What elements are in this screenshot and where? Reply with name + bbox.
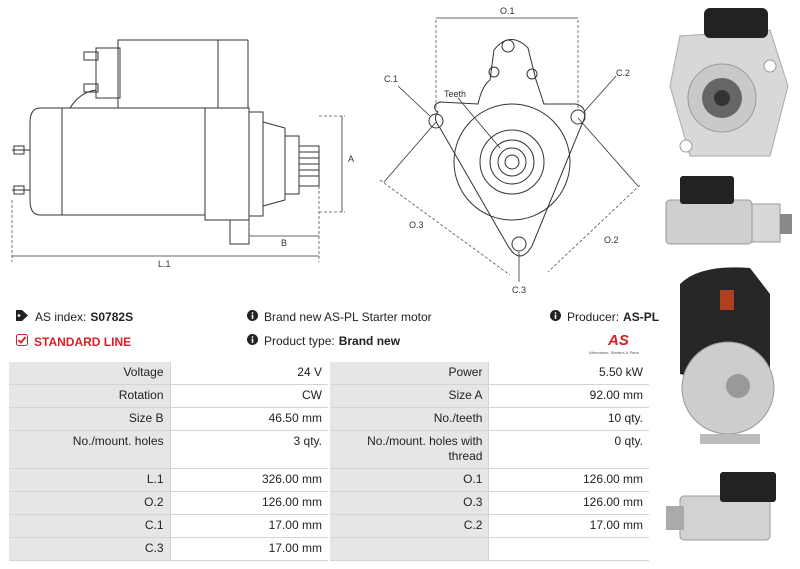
motor-body xyxy=(29,107,206,216)
svg-text:AS: AS xyxy=(607,332,629,349)
spec-label: Rotation xyxy=(9,385,170,408)
spec-label xyxy=(329,538,489,561)
spec-value: 17.00 mm xyxy=(169,515,328,538)
as-index-label: AS index: xyxy=(35,310,87,324)
dim-label-o1: O.1 xyxy=(500,6,515,16)
drive-housing xyxy=(204,107,250,221)
spec-value: 17.00 mm xyxy=(488,515,649,538)
dim-label-o3: O.3 xyxy=(409,220,424,230)
info-icon xyxy=(247,310,258,324)
pinion xyxy=(298,145,320,187)
spec-gap xyxy=(327,492,330,515)
solenoid-outline xyxy=(117,39,219,109)
spec-gap xyxy=(327,469,330,492)
spec-label: No./teeth xyxy=(329,408,489,431)
spec-label: No./mount. holes with thread xyxy=(329,431,489,469)
info-icon xyxy=(247,334,258,348)
spec-gap xyxy=(327,385,330,408)
checkbox-icon xyxy=(16,334,28,349)
standard-line: STANDARD LINE xyxy=(16,334,131,349)
pinion-teeth xyxy=(497,147,527,177)
solenoid-cap xyxy=(95,47,121,99)
spec-label: C.3 xyxy=(9,538,170,561)
spec-label: Size A xyxy=(329,385,489,408)
spec-value xyxy=(488,538,649,561)
svg-text:Alternators, Starters & Parts: Alternators, Starters & Parts xyxy=(589,350,639,355)
description: Brand new AS-PL Starter motor xyxy=(247,310,432,324)
spec-value: 126.00 mm xyxy=(488,492,649,515)
standard-line-label: STANDARD LINE xyxy=(34,334,132,349)
spec-gap xyxy=(327,362,330,385)
mounting-flange xyxy=(434,39,586,257)
spec-value: 5.50 kW xyxy=(488,362,649,385)
dim-label-b: B xyxy=(281,238,287,248)
dim-label-teeth: Teeth xyxy=(444,89,466,99)
spec-value: 326.00 mm xyxy=(169,469,328,492)
product-photo-rear xyxy=(660,264,796,460)
mount-hole-c2 xyxy=(570,109,586,125)
description-text: Brand new AS-PL Starter motor xyxy=(264,310,432,324)
spec-label: O.2 xyxy=(9,492,170,515)
dim-label-c1: C.1 xyxy=(384,74,398,84)
product-photo-side xyxy=(660,170,796,260)
dim-label-l1: L.1 xyxy=(158,259,171,269)
technical-drawing: L.1 B A O.1 C.1 C.2 C.3 Teeth O.3 O.2 xyxy=(11,6,641,295)
mount-hole-c3 xyxy=(511,236,527,252)
housing-circle xyxy=(453,103,571,221)
spec-value: 3 qty. xyxy=(169,431,328,469)
spec-label: No./mount. holes xyxy=(9,431,170,469)
spec-value: 126.00 mm xyxy=(169,492,328,515)
product-type-label: Product type: xyxy=(264,334,335,348)
spec-value: 24 V xyxy=(169,362,328,385)
spec-value: CW xyxy=(169,385,328,408)
producer: Producer: AS-PL xyxy=(550,310,659,324)
info-icon xyxy=(550,310,561,324)
spec-value: 126.00 mm xyxy=(488,469,649,492)
as-index-value: S0782S xyxy=(90,310,134,324)
spec-gap xyxy=(327,431,330,469)
spec-label: O.1 xyxy=(329,469,489,492)
spec-value: 17.00 mm xyxy=(169,538,328,561)
as-pl-logo: AS Alternators, Starters & Parts xyxy=(589,332,639,355)
dim-label-o2: O.2 xyxy=(604,235,619,245)
spec-label: C.1 xyxy=(9,515,170,538)
spec-label: L.1 xyxy=(9,469,170,492)
spec-value: 92.00 mm xyxy=(488,385,649,408)
product-photo-front xyxy=(660,6,796,166)
dim-label-a: A xyxy=(348,154,354,164)
spec-gap xyxy=(327,538,330,561)
dim-label-c3: C.3 xyxy=(512,285,526,295)
spec-label: Size B xyxy=(9,408,170,431)
spec-label: C.2 xyxy=(329,515,489,538)
as-index: AS index: S0782S xyxy=(16,310,133,324)
producer-value: AS-PL xyxy=(623,310,660,324)
spec-gap xyxy=(327,515,330,538)
spec-gap xyxy=(327,408,330,431)
producer-label: Producer: xyxy=(567,310,620,324)
spec-label: Voltage xyxy=(9,362,170,385)
product-type-value: Brand new xyxy=(338,334,401,348)
spec-label: Power xyxy=(329,362,489,385)
tag-icon xyxy=(16,310,29,324)
spec-value: 0 qty. xyxy=(488,431,649,469)
spec-value: 46.50 mm xyxy=(169,408,328,431)
product-photo-angle xyxy=(660,462,796,558)
spec-value: 10 qty. xyxy=(488,408,649,431)
dim-label-c2: C.2 xyxy=(616,68,630,78)
product-type: Product type: Brand new xyxy=(247,334,400,348)
mount-hole-c1 xyxy=(428,113,444,129)
spec-label: O.3 xyxy=(329,492,489,515)
